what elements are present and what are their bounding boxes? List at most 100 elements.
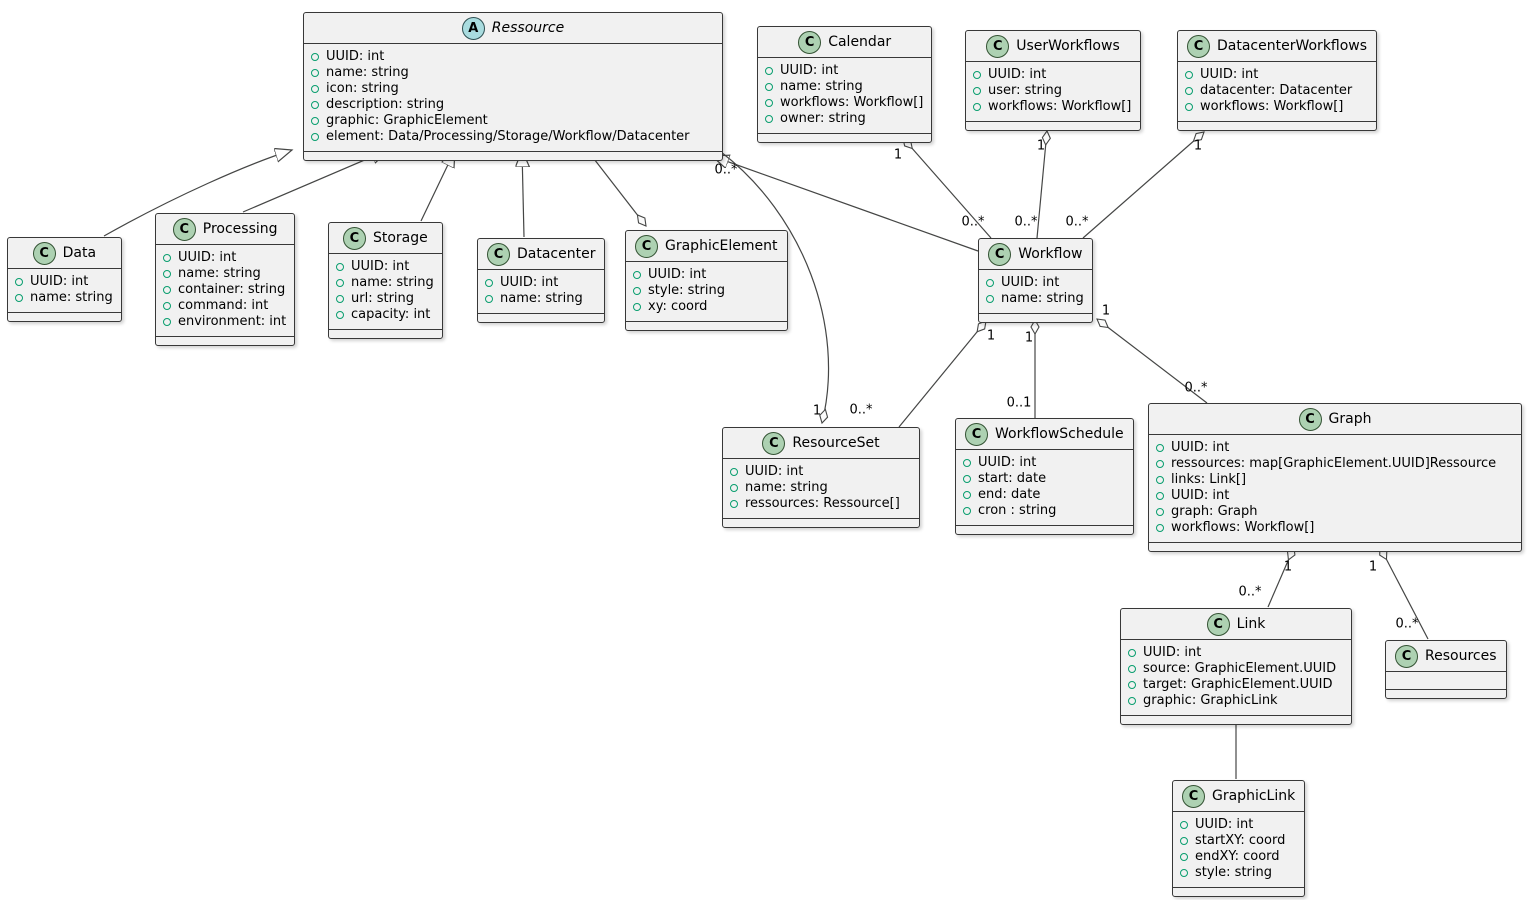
attribute-label: ressources: map[GraphicElement.UUID]Ress…	[1171, 456, 1497, 471]
attribute-row: container: string	[163, 282, 286, 298]
attribute-label: start: date	[978, 471, 1047, 486]
class-icon: C	[1395, 644, 1418, 668]
attribute-label: source: GraphicElement.UUID	[1143, 661, 1337, 676]
attribute-row: UUID: int	[765, 63, 923, 79]
attribute-label: endXY: coord	[1195, 849, 1280, 864]
class-icon: C	[487, 242, 510, 266]
attribute-row: UUID: int	[15, 274, 113, 290]
attribute-label: name: string	[1001, 291, 1084, 306]
field-visibility-icon	[336, 263, 344, 271]
attribute-label: name: string	[326, 65, 409, 80]
class-icon: C	[635, 234, 658, 258]
field-visibility-icon	[311, 69, 319, 77]
relationship-storage-ressource	[420, 150, 455, 222]
field-visibility-icon	[765, 83, 773, 91]
attribute-row: description: string	[311, 97, 714, 113]
field-visibility-icon	[633, 287, 641, 295]
relationship-workflow-datacenterworkflows	[1082, 132, 1204, 239]
field-visibility-icon	[986, 295, 994, 303]
multiplicity-label: 1	[1101, 303, 1111, 319]
class-icon: C	[1206, 612, 1230, 636]
class-icon: C	[342, 226, 366, 250]
relationship-datacenter-ressource	[522, 150, 524, 238]
methods-compartment	[304, 152, 722, 160]
methods-compartment	[966, 122, 1140, 130]
attribute-row: name: string	[163, 266, 286, 282]
multiplicity-label: 0..*	[1395, 616, 1419, 632]
attribute-label: element: Data/Processing/Storage/Workflo…	[326, 129, 690, 144]
field-visibility-icon	[973, 87, 981, 95]
attribute-label: graph: Graph	[1171, 504, 1258, 519]
attribute-label: workflows: Workflow[]	[988, 99, 1132, 114]
field-visibility-icon	[311, 85, 319, 93]
attribute-label: UUID: int	[780, 63, 839, 78]
field-visibility-icon	[730, 500, 738, 508]
methods-compartment	[1173, 888, 1304, 896]
attribute-label: style: string	[1195, 865, 1273, 880]
attribute-row: workflows: Workflow[]	[973, 99, 1132, 115]
field-visibility-icon	[1180, 821, 1188, 829]
attribute-row: environment: int	[163, 314, 286, 330]
relationship-data-ressource	[103, 150, 292, 237]
methods-compartment	[758, 134, 931, 142]
attribute-label: target: GraphicElement.UUID	[1143, 677, 1333, 692]
attribute-row: UUID: int	[1185, 67, 1368, 83]
methods-compartment	[1121, 716, 1351, 724]
multiplicity-label: 0..*	[1014, 214, 1038, 230]
multiplicity-label: 1	[812, 403, 822, 419]
field-visibility-icon	[973, 103, 981, 111]
class-icon: C	[1298, 407, 1322, 431]
class-name: Data	[62, 245, 97, 261]
field-visibility-icon	[311, 53, 319, 61]
attribute-label: container: string	[178, 282, 286, 297]
field-visibility-icon	[163, 286, 171, 294]
field-visibility-icon	[163, 302, 171, 310]
multiplicity-label: 1	[1024, 330, 1034, 346]
attribute-row: cron : string	[963, 503, 1125, 519]
attribute-row: style: string	[633, 283, 779, 299]
attribute-row: graph: Graph	[1156, 504, 1513, 520]
attribute-label: name: string	[745, 480, 828, 495]
attribute-row: target: GraphicElement.UUID	[1128, 677, 1343, 693]
attribute-label: cron : string	[978, 503, 1057, 518]
field-visibility-icon	[765, 115, 773, 123]
field-visibility-icon	[1156, 492, 1164, 500]
attribute-row: links: Link[]	[1156, 472, 1513, 488]
multiplicity-label: 0..*	[1184, 380, 1208, 396]
attribute-label: UUID: int	[500, 275, 559, 290]
field-visibility-icon	[311, 101, 319, 109]
methods-compartment	[329, 330, 442, 338]
field-visibility-icon	[1180, 869, 1188, 877]
attribute-label: graphic: GraphicLink	[1143, 693, 1278, 708]
multiplicity-label: 0..*	[1065, 214, 1089, 230]
multiplicity-label: 0..1	[1006, 395, 1032, 411]
attribute-label: graphic: GraphicElement	[326, 113, 488, 128]
class-name: Ressource	[491, 20, 565, 36]
attribute-row: ressources: map[GraphicElement.UUID]Ress…	[1156, 456, 1513, 472]
attribute-row: user: string	[973, 83, 1132, 99]
attribute-row: end: date	[963, 487, 1125, 503]
